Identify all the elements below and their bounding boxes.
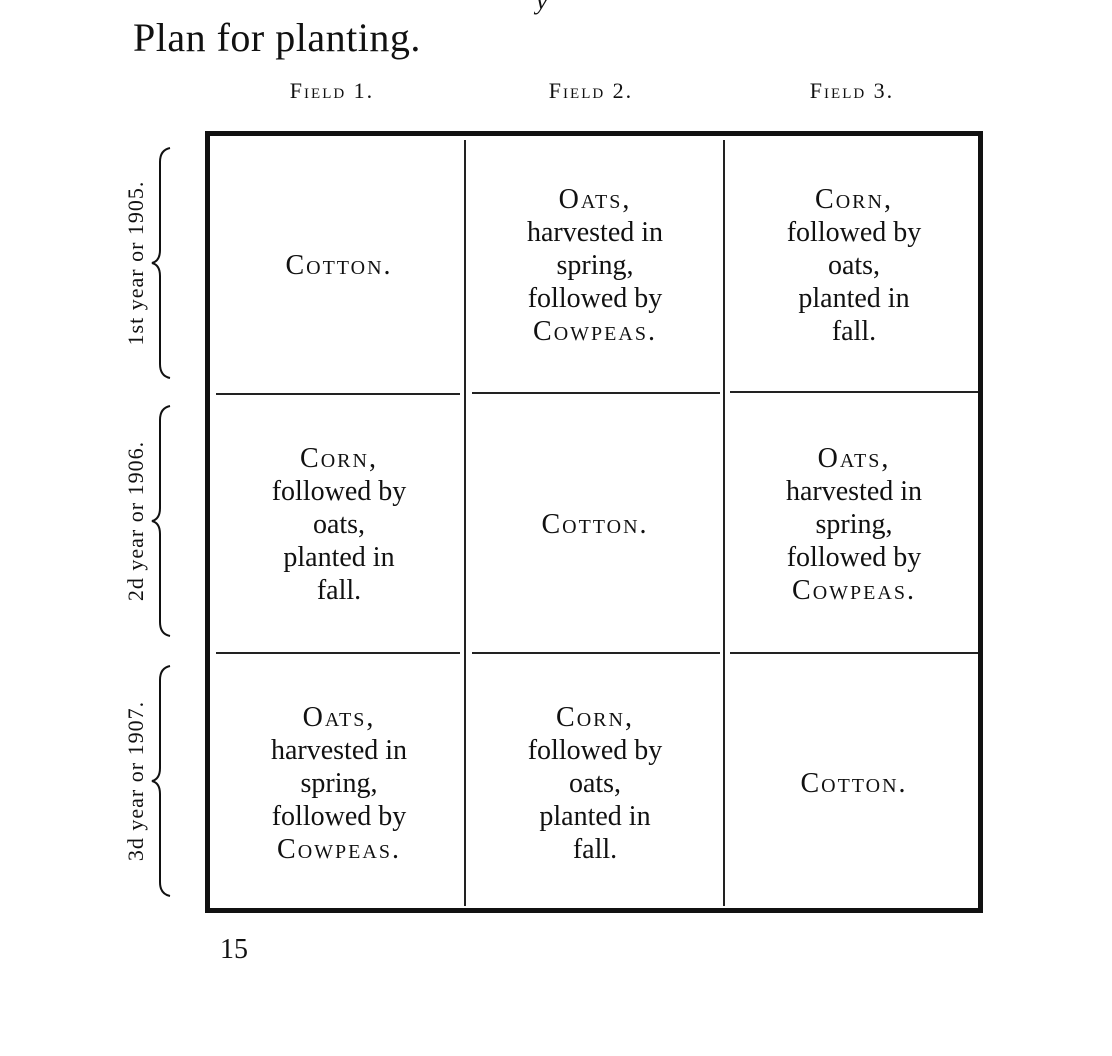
brace-icon <box>151 147 171 379</box>
cell-line: followed by <box>271 800 407 832</box>
stray-mark: y <box>536 0 548 15</box>
crop-name: Oats, <box>558 183 632 215</box>
column-header-field-2: Field 2. <box>548 78 634 103</box>
cell-line: fall. <box>572 833 618 865</box>
column-header-field-1: Field 1. <box>289 78 375 103</box>
cell-line: oats, <box>312 508 366 540</box>
row-divider <box>472 392 720 394</box>
cell-line: harvested in <box>526 216 664 248</box>
crop-name: Corn, <box>815 183 893 215</box>
crop-name: Cotton. <box>285 249 393 281</box>
row-divider <box>216 652 460 654</box>
cell-line: oats, <box>827 249 881 281</box>
cell-line: followed by <box>786 216 922 248</box>
cell-line: followed by <box>527 734 663 766</box>
grid-cell: Cotton. <box>466 395 724 653</box>
cell-line: planted in <box>539 800 651 832</box>
crop-name: Corn, <box>556 701 634 733</box>
grid-cell: Cotton. <box>725 654 983 912</box>
cell-line: followed by <box>271 475 407 507</box>
cell-line: harvested in <box>785 475 923 507</box>
row-divider <box>730 652 978 654</box>
page-number: 15 <box>220 934 248 965</box>
crop-name: Cotton. <box>541 508 649 540</box>
cell-text: Cotton. <box>541 508 648 541</box>
column-header-field-3: Field 3. <box>809 78 895 103</box>
cell-line: spring, <box>556 249 634 281</box>
grid-cell: Cotton. <box>210 136 468 394</box>
row-label-1906: 2d year or 1906. <box>123 440 148 602</box>
row-label-1905: 1st year or 1905. <box>123 180 148 346</box>
column-divider <box>464 140 466 906</box>
row-divider <box>730 391 978 393</box>
cell-text: Cotton. <box>800 767 907 800</box>
cell-line: harvested in <box>270 734 408 766</box>
cell-line: fall. <box>316 574 362 606</box>
crop-name: Oats, <box>302 701 376 733</box>
cell-line: planted in <box>798 282 910 314</box>
cell-line: followed by <box>786 541 922 573</box>
cell-line: oats, <box>568 767 622 799</box>
brace-icon <box>151 665 171 897</box>
cell-line: spring, <box>300 767 378 799</box>
cell-line: followed by <box>527 282 663 314</box>
crop-name: Oats, <box>817 442 891 474</box>
row-label-1907: 3d year or 1907. <box>123 700 148 862</box>
cell-text: Cotton. <box>285 249 392 282</box>
crop-name: Cowpeas. <box>533 315 657 347</box>
crop-name: Cotton. <box>800 767 908 799</box>
page-title: Plan for planting. <box>133 15 421 60</box>
cell-line: fall. <box>831 315 877 347</box>
crop-name: Cowpeas. <box>277 833 401 865</box>
cell-line: spring, <box>815 508 893 540</box>
cell-line: planted in <box>283 541 395 573</box>
crop-name: Cowpeas. <box>792 574 916 606</box>
brace-icon <box>151 405 171 637</box>
row-divider <box>472 652 720 654</box>
column-divider <box>723 140 725 906</box>
crop-name: Corn, <box>300 442 378 474</box>
row-divider <box>216 393 460 395</box>
